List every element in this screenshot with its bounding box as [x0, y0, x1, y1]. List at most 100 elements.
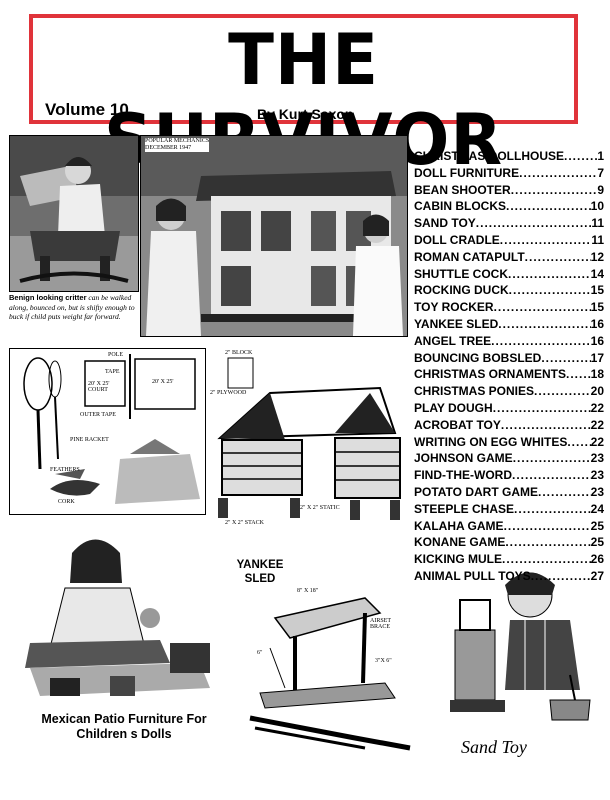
- toc-leader-dots: [491, 334, 591, 348]
- rocking-critter-illustration: [10, 136, 138, 291]
- toc-title: CHRISTMAS DOLLHOUSE: [414, 149, 564, 163]
- volume-label: Volume 10: [45, 100, 129, 119]
- toc-leader-dots: [511, 183, 598, 197]
- mexican-patio-illustration: [10, 528, 222, 710]
- yankee-sled-illustration: [235, 588, 415, 758]
- toc-leader-dots: [538, 485, 591, 499]
- toc-page-number: 14: [590, 266, 604, 281]
- toc-item: WRITING ON EGG WHITES22: [414, 435, 604, 452]
- toc-item: ROCKING DUCK 15: [414, 283, 604, 300]
- toc-page-number: 20: [590, 384, 604, 399]
- toc-leader-dots: [502, 552, 591, 566]
- toc-item: FIND-THE-WORD 23: [414, 468, 604, 485]
- toc-item: STEEPLE CHASE24: [414, 502, 604, 519]
- toc-title: PLAY DOUGH: [414, 400, 493, 415]
- dollhouse-illustration: [141, 136, 407, 336]
- toc-title: TOY ROCKER: [414, 300, 494, 315]
- toc-page-number: 11: [591, 216, 604, 231]
- toc-leader-dots: [509, 283, 591, 297]
- rocking-critter-photo: [9, 135, 139, 292]
- toc-leader-dots: [512, 468, 591, 482]
- toc-title: ROMAN CATAPULT: [414, 249, 525, 264]
- toc-page-number: 11: [591, 232, 604, 247]
- toc-leader-dots: [504, 519, 591, 533]
- toc-item: CHRISTMAS DOLLHOUSE1: [414, 149, 604, 166]
- toc-item: SHUTTLE COCK 14: [414, 267, 604, 284]
- table-of-contents: CHRISTMAS DOLLHOUSE1DOLL FURNITURE7BEAN …: [414, 149, 604, 586]
- toc-leader-dots: [514, 502, 591, 516]
- toc-title: DOLL CRADLE: [414, 232, 500, 247]
- toc-leader-dots: [493, 401, 591, 415]
- source-line-1: POPULAR MECHANICS: [145, 138, 210, 144]
- toc-title: ANGEL TREE: [414, 333, 492, 348]
- toc-page-number: 27: [590, 568, 604, 583]
- sled-label-a: 8" X 18": [297, 588, 319, 594]
- toc-leader-dots: [508, 267, 591, 281]
- yankee-sled-caption: YANKEE SLED: [236, 559, 284, 585]
- toc-leader-dots: [525, 250, 591, 264]
- toc-page-number: 22: [590, 434, 604, 449]
- toc-leader-dots: [567, 435, 590, 449]
- toc-item: CHRISTMAS ORNAMENTS 18: [414, 367, 604, 384]
- toc-page-number: 18: [590, 367, 604, 382]
- cabin-label-b: 2" PLYWOOD: [210, 390, 247, 396]
- dollhouse-photo: POPULAR MECHANICS DECEMBER 1947: [140, 135, 408, 337]
- toc-title: YANKEE SLED: [414, 316, 499, 331]
- label-outer-tape: OUTER TAPE: [80, 412, 116, 418]
- toc-leader-dots: [476, 216, 592, 230]
- sand-toy-caption: Sand Toy: [461, 737, 527, 757]
- toc-item: KICKING MULE26: [414, 552, 604, 569]
- toc-page-number: 23: [590, 468, 604, 483]
- toc-item: KALAHA GAME25: [414, 519, 604, 536]
- toc-item: BEAN SHOOTER9: [414, 183, 604, 200]
- toc-page-number: 12: [590, 249, 604, 264]
- cabin-label-c: 2" X 2" STACK: [225, 520, 264, 526]
- mexican-patio-caption: Mexican Patio Furniture For Children s D…: [41, 712, 207, 741]
- toc-item: CABIN BLOCKS10: [414, 199, 604, 216]
- toc-title: CHRISTMAS ORNAMENTS: [414, 367, 566, 382]
- toc-item: ACROBAT TOY22: [414, 418, 604, 435]
- toc-title: KALAHA GAME: [414, 518, 504, 533]
- toc-item: DOLL FURNITURE7: [414, 166, 604, 183]
- toc-title: SHUTTLE COCK: [414, 266, 508, 281]
- mexican-patio-illustration-box: [10, 528, 222, 710]
- toc-title: SAND TOY: [414, 216, 476, 231]
- toc-page-number: 23: [590, 484, 604, 499]
- shuttle-cock-illustration: [10, 349, 205, 514]
- rocking-critter-caption: Benign looking critter can be walked alo…: [9, 293, 135, 322]
- cabin-label-d: 2" X 2" STATIC: [300, 505, 340, 511]
- toc-leader-dots: [500, 233, 592, 247]
- toc-item: ANIMAL PULL TOYS27: [414, 569, 604, 586]
- toc-page-number: 15: [590, 283, 604, 298]
- toc-leader-dots: [505, 535, 590, 549]
- label-pole: POLE: [108, 352, 123, 358]
- sled-label-d: 3"X 6": [375, 658, 392, 664]
- source-line-2: DECEMBER 1947: [145, 145, 192, 151]
- sled-label-b: AIRSET BRACE: [370, 618, 391, 630]
- yankee-sled-diagram: 8" X 18" AIRSET BRACE 6" 3"X 6": [235, 588, 415, 758]
- toc-leader-dots: [534, 384, 591, 398]
- toc-page-number: 22: [590, 417, 604, 432]
- toc-item: CHRISTMAS PONIES 20: [414, 384, 604, 401]
- toc-title: KONANE GAME: [414, 535, 506, 550]
- toc-leader-dots: [506, 199, 591, 213]
- toc-page-number: 10: [590, 199, 604, 214]
- author-byline: By Kurt Saxon: [257, 106, 354, 122]
- toc-leader-dots: [541, 351, 590, 365]
- toc-title: FIND-THE-WORD: [414, 468, 512, 483]
- toc-item: TOY ROCKER15: [414, 300, 604, 317]
- label-court-small: 20' X 25' COURT: [88, 381, 110, 393]
- toc-item: KONANE GAME25: [414, 535, 604, 552]
- toc-leader-dots: [498, 317, 590, 331]
- cabin-label-a: 2" BLOCK: [225, 350, 253, 356]
- toc-item: JOHNSON GAME23: [414, 451, 604, 468]
- sand-toy-illustration: [430, 560, 600, 732]
- toc-title: ROCKING DUCK: [414, 283, 509, 298]
- toc-item: PLAY DOUGH 22: [414, 401, 604, 418]
- label-cork: CORK: [58, 499, 75, 505]
- toc-title: CHRISTMAS PONIES: [414, 384, 535, 399]
- toc-title: STEEPLE CHASE: [414, 501, 515, 516]
- label-pine-racket: PINE RACKET: [70, 437, 109, 443]
- toc-page-number: 22: [590, 400, 604, 415]
- shuttle-cock-diagram: POLE TAPE 20' X 25' COURT 20' X 25' OUTE…: [9, 348, 206, 515]
